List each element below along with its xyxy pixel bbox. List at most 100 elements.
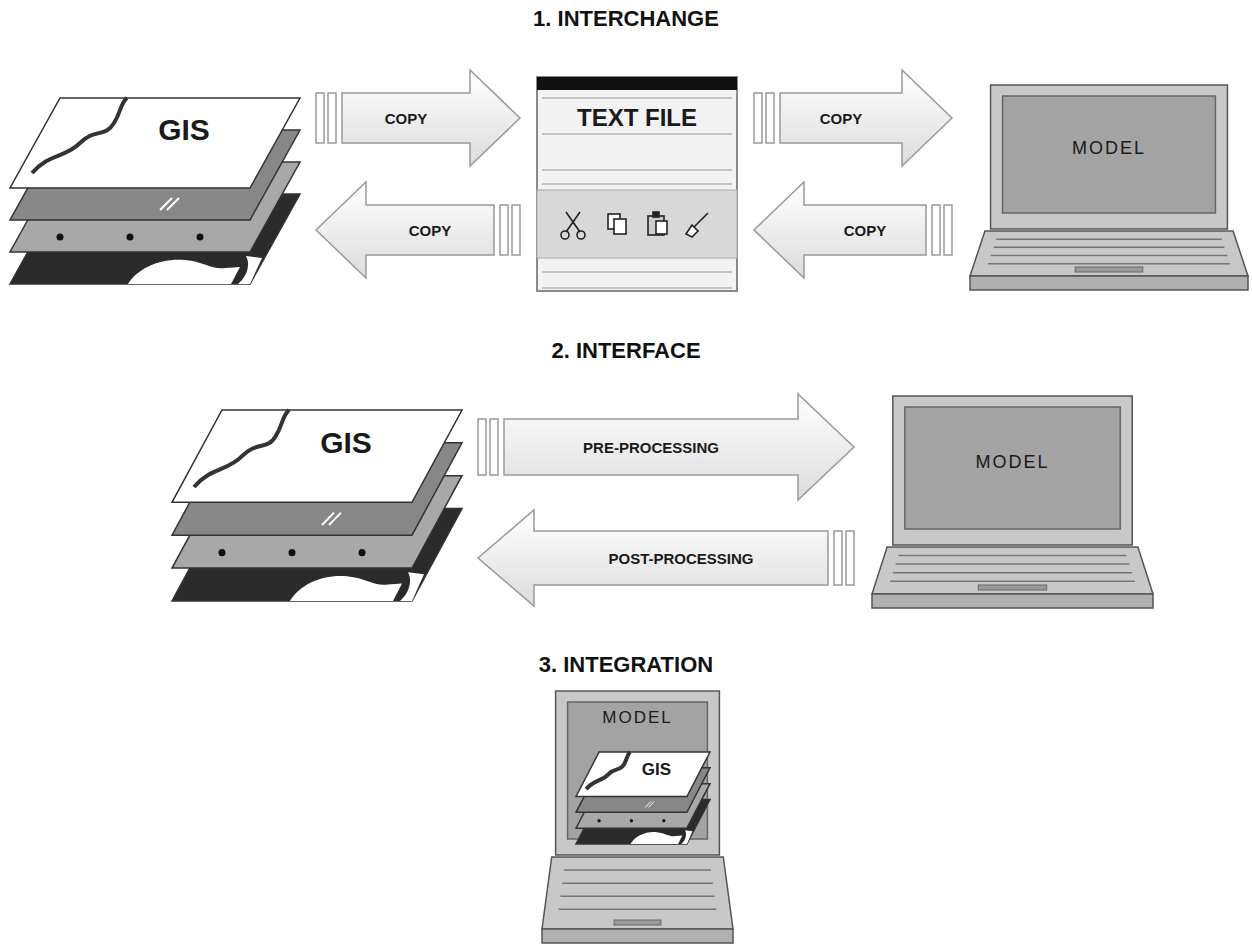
point-feature: [359, 549, 366, 556]
section-heading: 3. INTEGRATION: [0, 652, 1252, 678]
laptop-base: [542, 929, 733, 943]
node-shape: [10, 98, 300, 288]
node-shape: [172, 410, 462, 605]
key-row: [890, 580, 1135, 582]
arrow-label: COPY: [844, 222, 887, 239]
boundary-line: [32, 98, 127, 173]
key-row: [564, 869, 711, 871]
break-mark: [645, 801, 654, 807]
map-shape: [631, 832, 683, 844]
break-mark: [322, 513, 341, 525]
key-row: [988, 263, 1230, 265]
gis-layer: [576, 752, 710, 797]
arrow-tail-bar: [846, 531, 854, 585]
text-row: [542, 97, 732, 99]
boundary-line: [586, 752, 630, 789]
block-arrow: [316, 182, 520, 278]
boundary-line: [194, 410, 289, 487]
keyboard-deck: [970, 231, 1248, 276]
arrow-tail-bar: [316, 93, 324, 143]
model-title: MODEL: [907, 452, 1118, 473]
block-arrow: [478, 510, 854, 606]
arrow-label: PRE-PROCESSING: [583, 439, 719, 456]
layer-title: GIS: [120, 113, 248, 148]
arrow-tail-bar: [932, 205, 940, 255]
file-title: TEXT FILE: [577, 102, 697, 134]
key-row: [893, 572, 1132, 574]
screen-bezel: [893, 396, 1132, 545]
trackpad: [978, 585, 1046, 590]
model-title: MODEL: [570, 708, 706, 728]
arrow-body: [316, 182, 494, 278]
arrow-body: [780, 70, 952, 166]
laptop-base: [970, 276, 1248, 290]
point-feature: [597, 819, 600, 822]
toolbar: [537, 190, 737, 258]
layer-title: GIS: [282, 426, 410, 461]
model-title: MODEL: [1005, 138, 1214, 159]
text-row: [542, 169, 732, 171]
keyboard-deck: [542, 857, 733, 929]
key-row: [559, 909, 717, 911]
laptop-model: MODEL: [870, 395, 1155, 610]
map-shape: [681, 830, 692, 844]
map-shape: [238, 256, 262, 284]
laptop-model: MODEL GIS: [540, 690, 735, 945]
section-heading: 1. INTERCHANGE: [0, 6, 1252, 32]
screen-bezel: [556, 691, 720, 855]
gis-layer-stack: GIS: [172, 410, 462, 605]
key-row: [898, 555, 1126, 557]
key-row: [896, 563, 1130, 565]
gis-layer: [10, 98, 300, 188]
arrow-label: COPY: [385, 110, 428, 127]
arrow-tail-bar: [490, 419, 498, 475]
arrow-tail-bar: [512, 205, 520, 255]
text-row: [542, 271, 732, 273]
screen-bezel: [991, 85, 1228, 229]
title-bar: [537, 77, 737, 90]
text-file-box: TEXT FILE: [536, 76, 738, 292]
map-shape: [290, 576, 402, 601]
map-shape: [400, 572, 424, 601]
keyboard-deck: [872, 547, 1153, 594]
gis-layer-stack: GIS: [10, 98, 300, 288]
arrow-body: [504, 394, 854, 500]
trackpad: [614, 920, 661, 925]
block-arrow: [478, 394, 854, 500]
point-feature: [127, 234, 134, 241]
point-feature: [630, 819, 633, 822]
point-feature: [57, 234, 64, 241]
arrow-tail-bar: [328, 93, 336, 143]
arrow-tail-bar: [944, 205, 952, 255]
block-arrow: [754, 70, 952, 166]
arrow-label: POST-PROCESSING: [608, 550, 753, 567]
arrow-tail-bar: [834, 531, 842, 585]
point-feature: [197, 234, 204, 241]
layer-title: GIS: [627, 760, 686, 780]
arrow-body: [478, 510, 828, 606]
key-row: [991, 255, 1227, 257]
trackpad: [1075, 267, 1143, 272]
key-row: [996, 238, 1222, 240]
block-arrow: [316, 70, 520, 166]
gis-layer-stack: GIS: [576, 752, 710, 846]
screen: [905, 407, 1120, 529]
key-row: [993, 247, 1224, 249]
node-shape: [870, 395, 1155, 610]
node-shape: [968, 84, 1250, 292]
screen: [1003, 96, 1216, 213]
arrow-label: COPY: [409, 222, 452, 239]
arrow-body: [342, 70, 520, 166]
arrow-body: [754, 182, 926, 278]
text-row: [542, 183, 732, 185]
point-feature: [219, 549, 226, 556]
text-row: [542, 287, 732, 289]
arrow-label: COPY: [820, 110, 863, 127]
text-row: [542, 133, 732, 135]
point-feature: [662, 819, 665, 822]
key-row: [562, 882, 713, 884]
laptop-base: [872, 594, 1153, 608]
toolbar-icons: [561, 212, 708, 239]
map-shape: [128, 260, 240, 284]
